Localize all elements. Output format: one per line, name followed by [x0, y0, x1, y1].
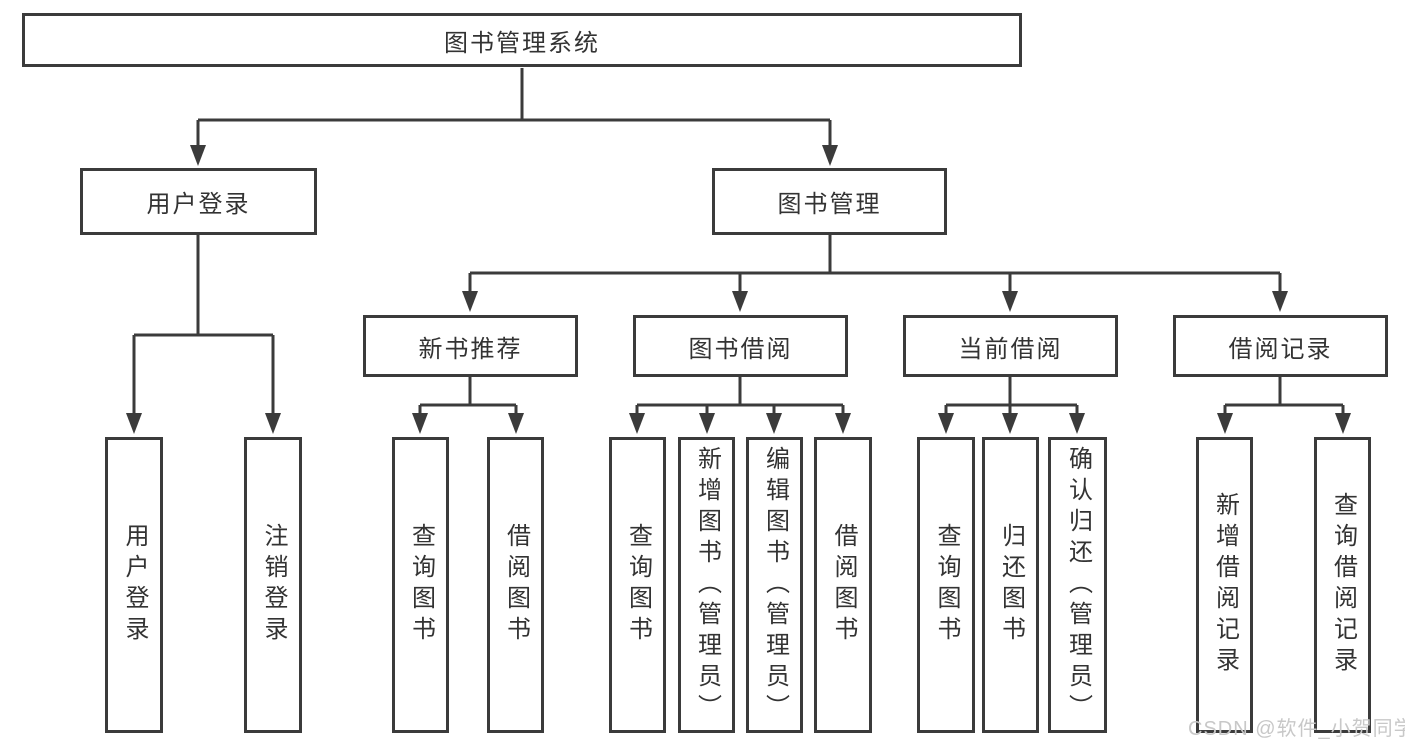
- node-label: 图书管理: [777, 191, 882, 218]
- leaf-label: 新增图书（管理员）: [693, 445, 721, 725]
- leaf-label: 确认归还（管理员）: [1064, 445, 1092, 725]
- node-label: 用户登录: [146, 191, 251, 218]
- node-label: 当前借阅: [958, 335, 1063, 363]
- csdn-watermark: CSDN @软件_小贺同学: [1188, 718, 1405, 740]
- leaf-label: 用户登录: [121, 523, 148, 647]
- leaf-user-login: 用户登录: [105, 437, 163, 733]
- leaf-confirm-return-admin: 确认归还（管理员）: [1048, 437, 1107, 733]
- leaf-borrow-books-recommend: 借阅图书: [487, 437, 544, 733]
- leaf-label: 查询借阅记录: [1329, 492, 1357, 678]
- node-book-borrowing: 图书借阅: [633, 315, 848, 377]
- leaf-query-borrow-record: 查询借阅记录: [1314, 437, 1371, 733]
- leaf-label: 借阅图书: [830, 523, 857, 647]
- node-borrowing-records: 借阅记录: [1173, 315, 1388, 377]
- leaf-add-book-admin: 新增图书（管理员）: [678, 437, 735, 733]
- leaf-add-borrow-record: 新增借阅记录: [1196, 437, 1253, 733]
- leaf-borrow-books: 借阅图书: [814, 437, 872, 733]
- leaf-label: 编辑图书（管理员）: [761, 445, 789, 725]
- leaf-query-books-recommend: 查询图书: [392, 437, 449, 733]
- leaf-label: 注销登录: [260, 523, 287, 647]
- node-label: 图书借阅: [688, 335, 793, 363]
- arrowheads: [126, 145, 1351, 434]
- leaf-label: 新增借阅记录: [1211, 492, 1239, 678]
- node-label: 新书推荐: [418, 335, 523, 363]
- node-label: 借阅记录: [1228, 335, 1333, 363]
- node-label: 图书管理系统: [444, 29, 600, 57]
- node-user-login: 用户登录: [80, 168, 317, 235]
- leaf-edit-book-admin: 编辑图书（管理员）: [746, 437, 803, 733]
- leaf-label: 查询图书: [933, 523, 960, 647]
- leaf-query-books-borrowing: 查询图书: [609, 437, 666, 733]
- leaf-label: 借阅图书: [502, 523, 530, 647]
- node-current-borrowing: 当前借阅: [903, 315, 1118, 377]
- leaf-label: 查询图书: [624, 523, 652, 647]
- leaf-label: 查询图书: [407, 523, 435, 647]
- leaf-return-books: 归还图书: [982, 437, 1039, 733]
- node-new-book-recommend: 新书推荐: [363, 315, 578, 377]
- node-library-management-system: 图书管理系统: [22, 13, 1022, 67]
- leaf-label: 归还图书: [997, 523, 1025, 647]
- leaf-logout: 注销登录: [244, 437, 302, 733]
- node-book-management: 图书管理: [712, 168, 947, 235]
- leaf-query-books-current: 查询图书: [917, 437, 975, 733]
